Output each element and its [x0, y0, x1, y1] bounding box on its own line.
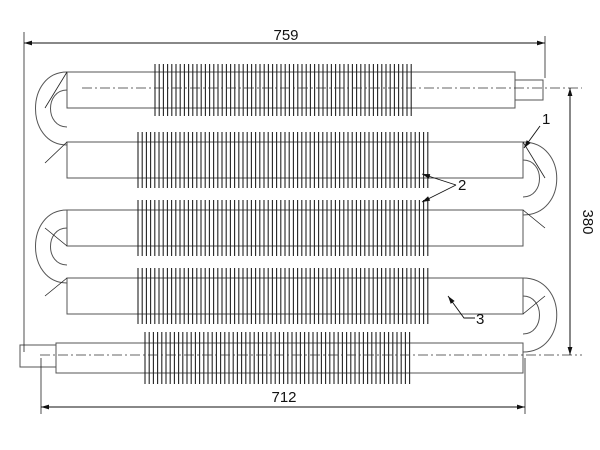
fin-group-1	[154, 64, 412, 116]
bend-right-2	[522, 277, 558, 353]
fin-group-5	[144, 332, 411, 384]
fin-groups	[137, 64, 429, 384]
u-bends	[35, 71, 558, 353]
bend-left-1	[35, 71, 68, 146]
bend-right-1	[522, 141, 558, 216]
bend-left-2	[35, 209, 68, 284]
tube-row-5	[19, 342, 524, 374]
dimension-label-bottom-width: 712	[271, 389, 296, 406]
fin-group-4	[137, 268, 429, 324]
callout-label-3: 3	[476, 311, 484, 328]
fin-group-3	[137, 200, 429, 256]
dimension-overall-width: 759	[23, 27, 546, 352]
callout-1: 1	[523, 111, 550, 149]
tube-row-4	[44, 277, 546, 315]
callout-label-1: 1	[542, 111, 550, 128]
callout-3: 3	[447, 295, 484, 328]
tube-row-3	[44, 209, 546, 247]
callout-2: 2	[421, 173, 466, 203]
dimension-height: 380	[567, 88, 596, 355]
tube-row-2	[44, 141, 546, 179]
dimension-label-overall-width: 759	[273, 27, 298, 44]
tube-row-1	[44, 71, 544, 109]
dimension-bottom-width: 712	[40, 358, 526, 414]
dimension-label-height: 380	[579, 209, 596, 234]
fin-group-2	[137, 132, 429, 188]
callout-label-2: 2	[458, 177, 466, 194]
tube-rows	[19, 71, 546, 374]
